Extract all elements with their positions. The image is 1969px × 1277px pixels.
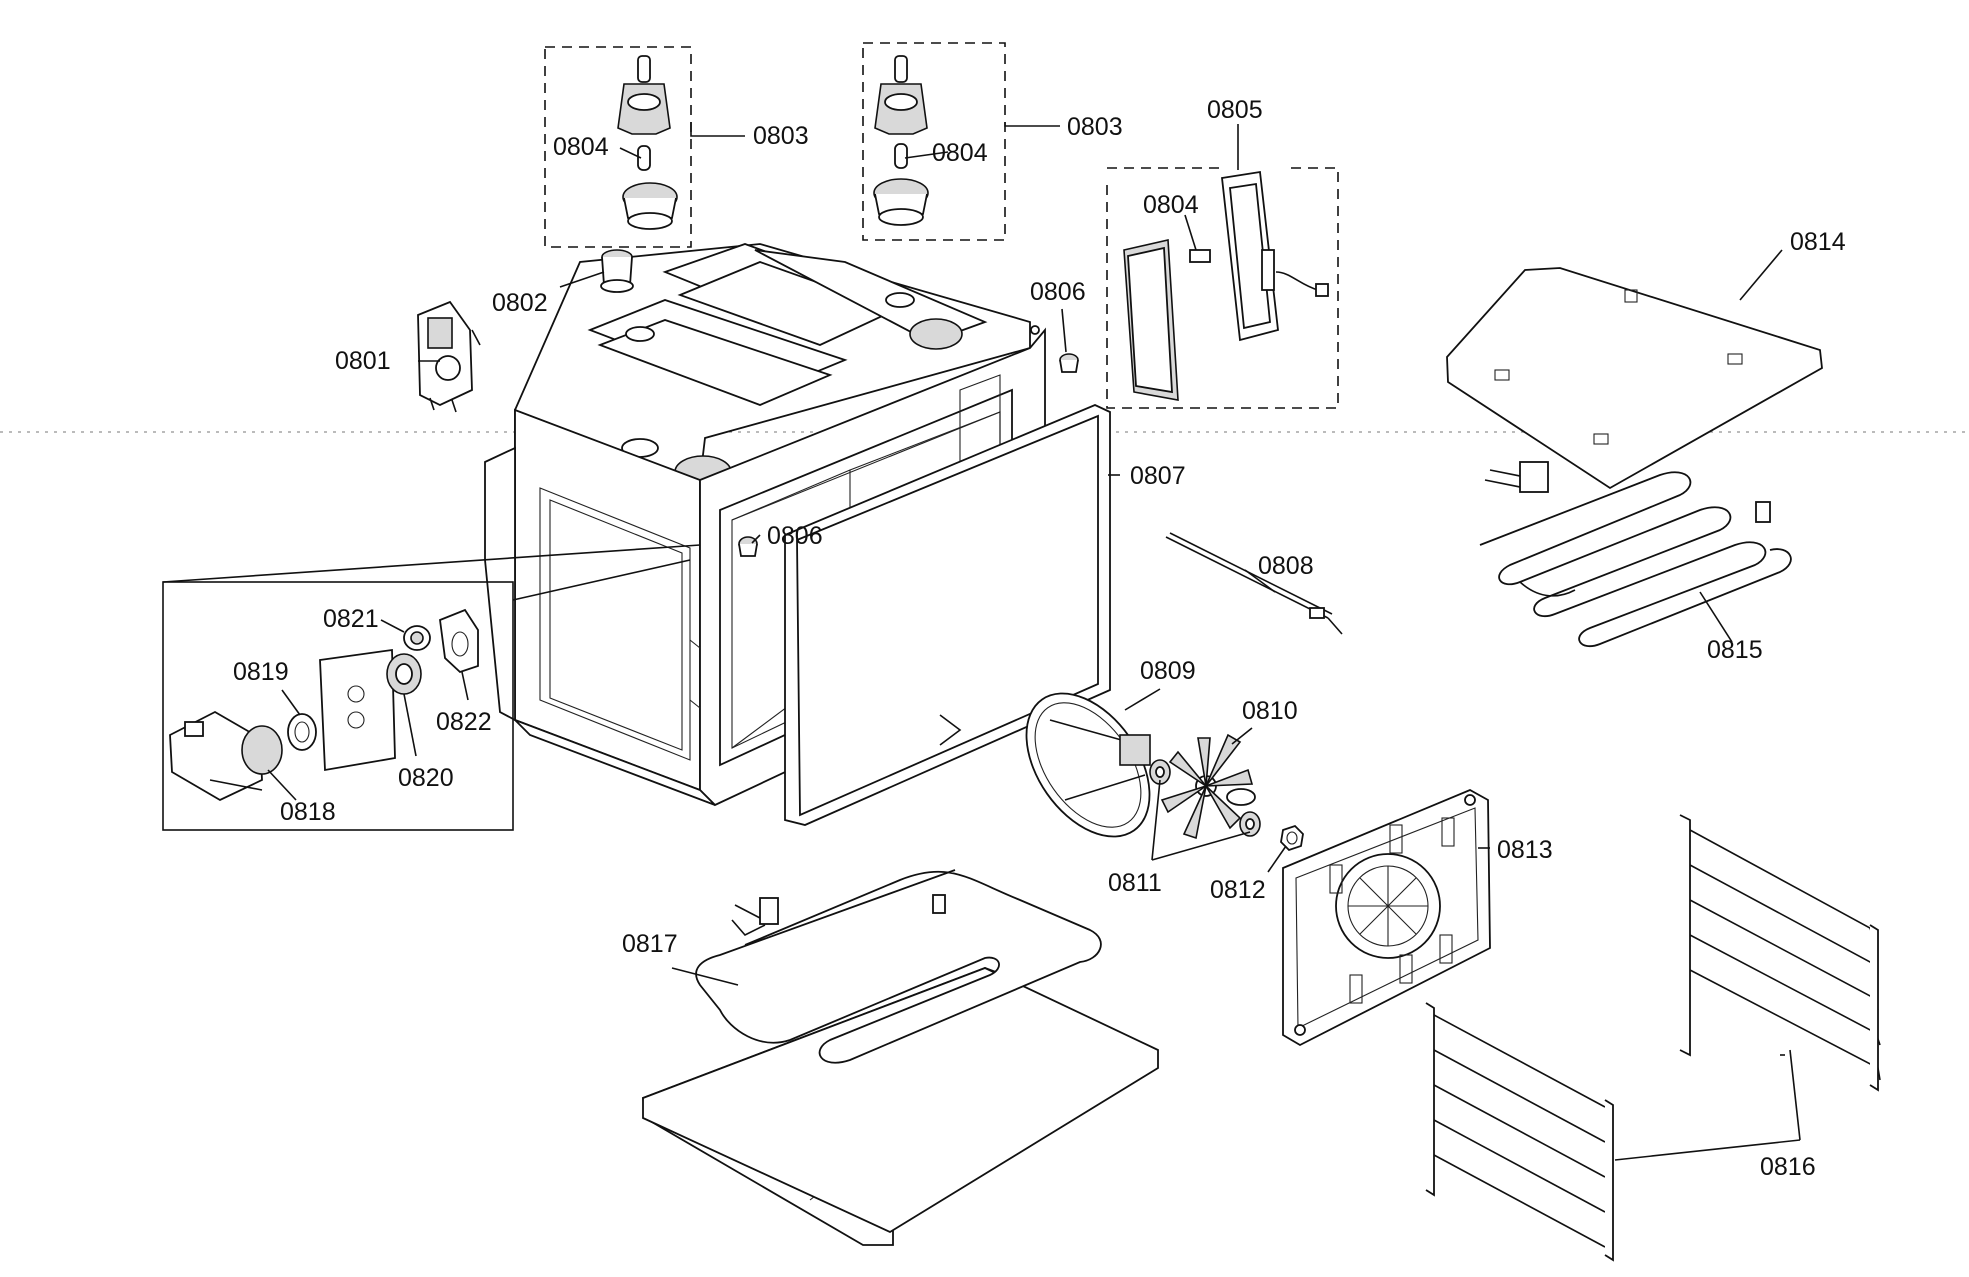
label-0804-right: 0804 — [932, 139, 988, 167]
label-0808: 0808 — [1258, 552, 1314, 580]
knob-0821[interactable] — [403, 625, 431, 651]
nut-0812[interactable] — [1280, 824, 1304, 852]
ring-0819[interactable] — [287, 713, 317, 751]
label-0805: 0805 — [1207, 96, 1263, 124]
lamp-assembly-left[interactable] — [617, 55, 678, 230]
washer-0811-left[interactable] — [1149, 759, 1171, 785]
top-plate-0814[interactable] — [1446, 267, 1823, 490]
broil-element-0815[interactable] — [1479, 461, 1792, 647]
assembly-box-0803-left — [544, 46, 692, 248]
cover-0822[interactable] — [439, 608, 479, 674]
part-labels: 0801 0802 0803 0803 0804 0804 0804 0805 … — [233, 96, 1846, 1181]
bake-element-0817[interactable] — [642, 869, 1159, 1246]
label-0803-right: 0803 — [1067, 113, 1123, 141]
label-0819: 0819 — [233, 658, 289, 686]
label-0804-side: 0804 — [1143, 191, 1199, 219]
convection-ring-0809[interactable] — [1001, 671, 1175, 859]
label-0813: 0813 — [1497, 836, 1553, 864]
label-0817: 0817 — [622, 930, 678, 958]
motor-0801[interactable] — [417, 300, 481, 413]
thermostat-0818[interactable] — [169, 710, 283, 802]
rack-support-0816-right[interactable] — [1679, 814, 1881, 1092]
side-lamp-assembly[interactable] — [1123, 170, 1329, 401]
label-0806-top: 0806 — [1030, 278, 1086, 306]
bumper-0806-top[interactable] — [1059, 353, 1079, 373]
label-0810: 0810 — [1242, 697, 1298, 725]
back-panel-0813[interactable] — [1282, 789, 1491, 1047]
label-0818: 0818 — [280, 798, 336, 826]
label-0821: 0821 — [323, 605, 379, 633]
label-0802: 0802 — [492, 289, 548, 317]
rack-support-0816-left[interactable] — [1425, 1002, 1614, 1262]
nut-0820[interactable] — [386, 653, 422, 695]
label-0814: 0814 — [1790, 228, 1846, 256]
detail-inset — [162, 544, 701, 831]
bracket-plate-0818-0819[interactable] — [319, 648, 396, 772]
lamp-socket-0802[interactable] — [600, 249, 634, 293]
label-0816: 0816 — [1760, 1153, 1816, 1181]
fan-blade-0810[interactable] — [1160, 733, 1256, 840]
label-0812: 0812 — [1210, 876, 1266, 904]
label-0820: 0820 — [398, 764, 454, 792]
label-0815: 0815 — [1707, 636, 1763, 664]
leader-lines — [267, 122, 1801, 1161]
washer-0811-right[interactable] — [1239, 811, 1261, 837]
label-0804-left: 0804 — [553, 133, 609, 161]
label-0801: 0801 — [335, 347, 391, 375]
lamp-assembly-right[interactable] — [873, 55, 929, 226]
temperature-sensor-0808[interactable] — [1165, 532, 1343, 635]
label-0806-front: 0806 — [767, 522, 823, 550]
bumper-0806-front[interactable] — [738, 536, 758, 557]
label-0822: 0822 — [436, 708, 492, 736]
label-0803-left: 0803 — [753, 122, 809, 150]
assembly-box-0803-right — [862, 42, 1006, 241]
label-0809: 0809 — [1140, 657, 1196, 685]
label-0807: 0807 — [1130, 462, 1186, 490]
label-0811: 0811 — [1108, 869, 1162, 897]
